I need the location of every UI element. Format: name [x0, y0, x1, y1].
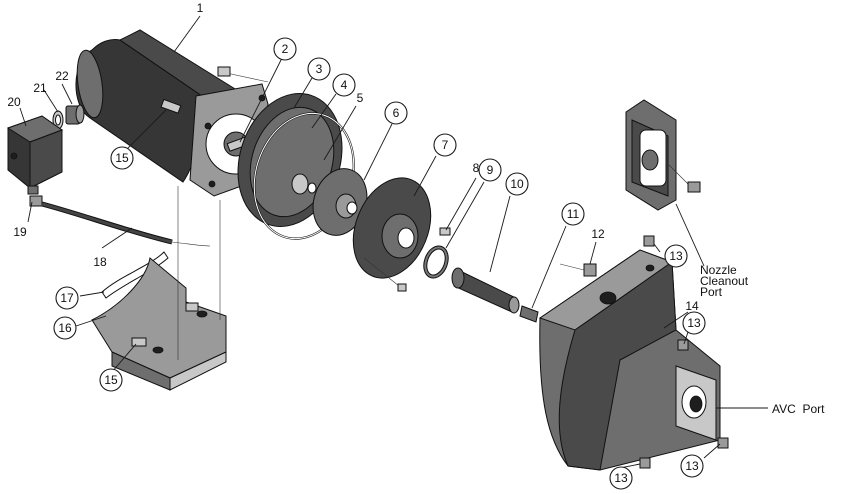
callout-13-bottom-label: 13 — [614, 471, 628, 485]
cable-connector-parts — [52, 104, 85, 130]
pressure-switch — [6, 115, 64, 195]
callout-3: 3 — [307, 57, 331, 81]
label-5: 5 — [357, 91, 364, 105]
pipe-plug — [559, 263, 597, 277]
callout-13-middle: 13 — [682, 311, 706, 335]
label-20: 20 — [7, 95, 21, 109]
callout-15-motor-label: 15 — [115, 151, 129, 165]
callout-13-middle-label: 13 — [687, 316, 701, 330]
callout-10-label: 10 — [510, 177, 524, 191]
label-21: 21 — [33, 81, 47, 95]
callout-11-label: 11 — [567, 207, 580, 221]
nozzle-cleanout-label-line2: Cleanout — [700, 274, 749, 288]
label-1: 1 — [197, 1, 204, 15]
callout-13-top-label: 13 — [669, 249, 683, 263]
callout-13-right-label: 13 — [685, 459, 699, 473]
leader-lines — [19, 15, 768, 469]
nozzle — [519, 305, 539, 323]
callout-4: 4 — [332, 73, 356, 97]
diffuser-screw — [439, 227, 451, 236]
callout-6-label: 6 — [393, 106, 400, 120]
label-12: 12 — [591, 227, 605, 241]
callout-15-base: 15 — [99, 368, 123, 392]
pressure-tube-assembly — [29, 195, 211, 247]
callout-10: 10 — [505, 172, 529, 196]
callout-6: 6 — [384, 101, 408, 125]
diffuser — [352, 177, 432, 279]
nozzle-cleanout-detail — [625, 99, 701, 211]
callout-17: 17 — [55, 286, 79, 310]
bolts — [160, 98, 182, 114]
callout-15-motor: 15 — [110, 146, 134, 170]
base — [91, 257, 227, 391]
callout-13-bottom: 13 — [609, 466, 633, 490]
avc-port-label: AVC Port — [772, 402, 825, 416]
callout-7: 7 — [433, 133, 457, 157]
callout-11: 11 — [561, 202, 585, 226]
callout-3-label: 3 — [316, 62, 323, 76]
motor-bolt — [217, 66, 269, 83]
label-22: 22 — [55, 69, 69, 83]
callout-13-right: 13 — [680, 454, 704, 478]
label-18: 18 — [93, 255, 107, 269]
callout-16: 16 — [53, 316, 77, 340]
callout-7-label: 7 — [442, 138, 449, 152]
impeller — [312, 168, 368, 236]
nozzle-cleanout-label-line1: Nozzle — [700, 263, 737, 277]
label-14: 14 — [685, 299, 699, 313]
callout-4-label: 4 — [341, 78, 348, 92]
venturi — [451, 267, 520, 314]
o-ring — [423, 245, 449, 279]
callout-9-label: 9 — [487, 163, 494, 177]
callout-13-top: 13 — [664, 244, 688, 268]
label-19: 19 — [13, 225, 27, 239]
label-8: 8 — [473, 161, 480, 175]
callout-16-label: 16 — [58, 321, 72, 335]
callout-9: 9 — [478, 158, 502, 182]
callout-2-label: 2 — [282, 42, 289, 56]
pump-body — [538, 249, 721, 471]
nozzle-cleanout-label-line3: Port — [700, 285, 723, 299]
callout-15-base-label: 15 — [104, 373, 118, 387]
callout-2: 2 — [273, 37, 297, 61]
drain-plugs — [639, 235, 729, 469]
callout-17-label: 17 — [60, 291, 74, 305]
